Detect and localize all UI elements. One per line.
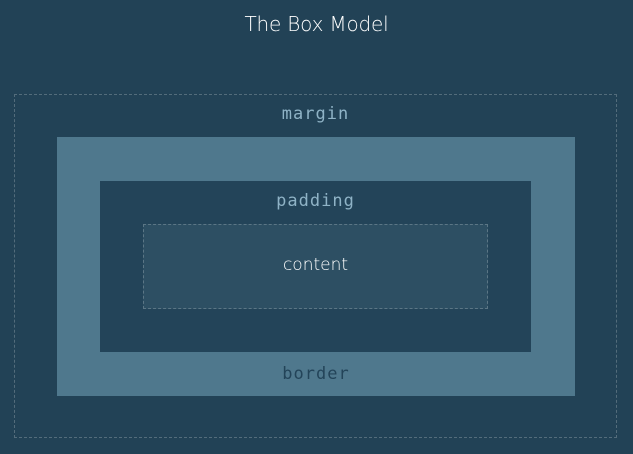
margin-area (14, 94, 617, 438)
content-area (143, 224, 488, 309)
margin-label: margin (281, 104, 350, 124)
diagram-title: The Box Model (244, 12, 389, 36)
padding-label: padding (276, 191, 355, 211)
content-label: content (282, 255, 349, 275)
border-label: border (282, 364, 350, 384)
